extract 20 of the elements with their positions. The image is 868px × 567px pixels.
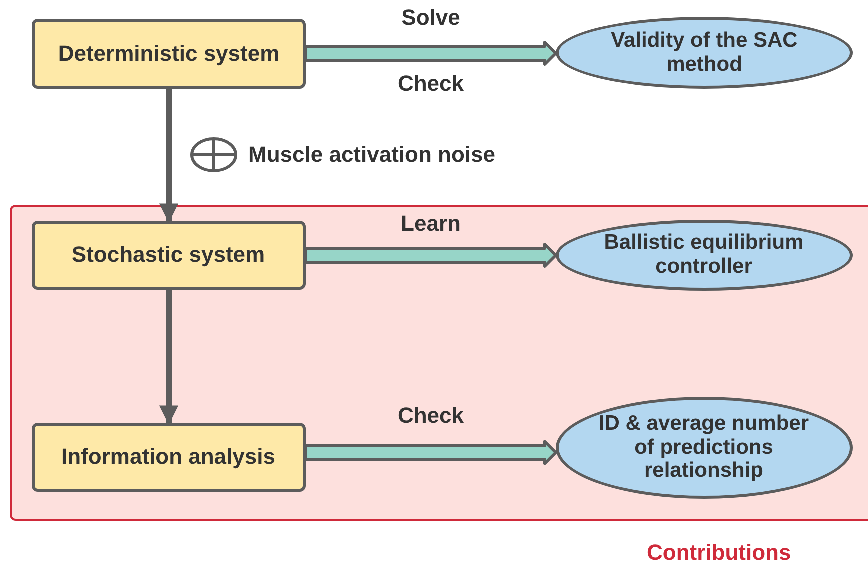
- edge-label: Learn: [401, 211, 461, 237]
- node-text: ID & average number of predictions relationship: [598, 412, 810, 483]
- block-arrow: [304, 440, 558, 466]
- edge-label: Check: [398, 403, 464, 429]
- region-title: Contributions: [647, 540, 792, 566]
- process-box: [32, 19, 306, 89]
- node-text: Stochastic system: [72, 242, 266, 268]
- edge-label: Solve: [402, 5, 460, 31]
- edge-label: Muscle activation noise: [248, 142, 496, 168]
- process-box: [32, 220, 306, 290]
- node-text: Information analysis: [62, 444, 276, 470]
- process-box: [32, 422, 306, 492]
- node-text: Validity of the SAC method: [610, 29, 799, 77]
- node-text: Ballistic equilibrium controller: [603, 231, 805, 279]
- arrow: [159, 89, 179, 223]
- block-arrow: [304, 41, 558, 66]
- node-text: Deterministic system: [58, 40, 280, 68]
- block-arrow: [304, 243, 558, 268]
- note-label: Check: [398, 71, 464, 97]
- arrow: [159, 290, 179, 425]
